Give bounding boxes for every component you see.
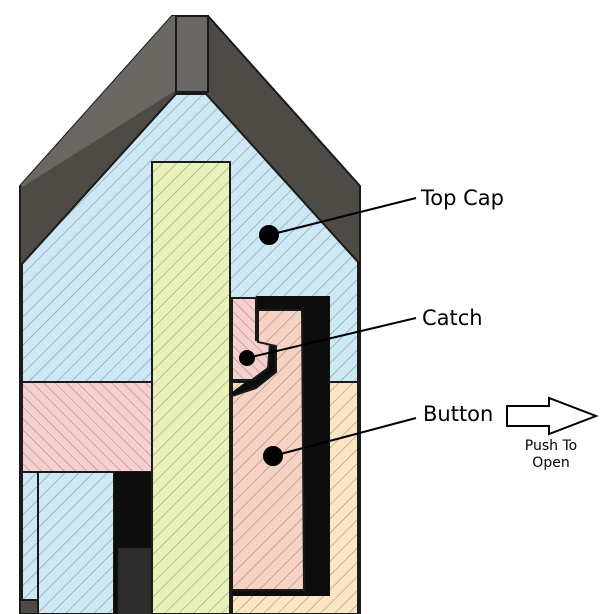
shaft-hatch (152, 162, 230, 614)
button-leader-dot (263, 446, 283, 466)
push-arrow-icon (506, 396, 599, 436)
shell-left-face (20, 16, 176, 186)
push-label-line1: Push To (524, 438, 578, 454)
catch-leader-dot (239, 350, 255, 366)
shaft-part (151, 161, 231, 614)
sleeve-part (21, 381, 153, 473)
button-label: Button (423, 402, 494, 426)
leader-lines (239, 197, 417, 466)
top-cap-label: Top Cap (421, 186, 504, 210)
catch-leader (246, 317, 417, 359)
shell-ridge (175, 15, 209, 93)
push-label-line2: Open (532, 455, 570, 471)
lower-strip (37, 471, 152, 614)
lower-inner-gap (118, 548, 152, 614)
sleeve-hatch (22, 382, 152, 472)
top-cap-leader-dot (259, 225, 279, 245)
catch-label: Catch (422, 306, 483, 330)
lower-strip-hatch (38, 472, 114, 614)
button-leader (272, 417, 417, 457)
push-to-open-label: Push To Open (512, 438, 590, 472)
top-cap-leader (268, 197, 417, 236)
